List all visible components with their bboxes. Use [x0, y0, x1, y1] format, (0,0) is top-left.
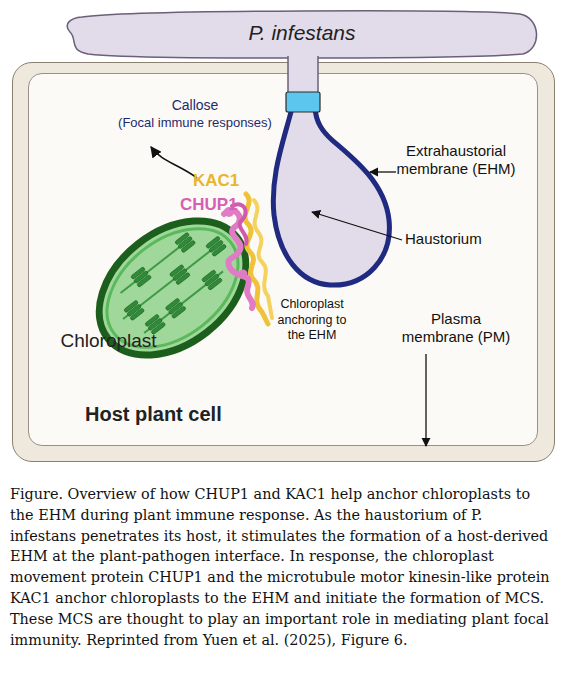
annotation-label: (Focal immune responses)	[104, 116, 286, 131]
chup1-protein	[224, 211, 253, 308]
leader-arrow	[370, 171, 396, 172]
hypha-edge	[317, 56, 319, 94]
granum	[169, 264, 190, 285]
annotation-label: Extrahaustorial membrane (EHM)	[390, 142, 522, 178]
chloroplast-node: Chloroplast	[95, 213, 250, 363]
thylakoid	[180, 239, 195, 252]
host-cell-node: Host plant cell Chloroplast	[12, 62, 555, 462]
chloroplast-body	[73, 193, 271, 382]
pathogen-node: P. infestans	[62, 9, 542, 60]
thylakoid	[207, 277, 222, 290]
labels-layer: Callose (Focal immune responses) KAC1CHUP1…	[0, 0, 563, 470]
leader-arrow	[312, 212, 402, 240]
thylakoid	[175, 272, 190, 285]
annotation-label: Callose	[140, 97, 250, 113]
thylakoid	[211, 243, 226, 256]
stroma-lamella	[144, 271, 223, 333]
hypha-edge	[287, 56, 289, 94]
annotation-label: Plasma membrane (PM)	[396, 310, 516, 346]
node-label: Host plant cell	[85, 403, 222, 426]
figure-caption: Figure. Overview of how CHUP1 and KAC1 h…	[10, 484, 553, 650]
granum	[165, 297, 186, 318]
kac1-protein	[245, 194, 268, 324]
plasma-membrane	[28, 73, 538, 446]
chloroplast-envelope	[73, 193, 271, 382]
signal-arrow	[151, 147, 197, 178]
haustorium-ehm	[273, 108, 389, 285]
chup1-protein	[239, 270, 248, 279]
thylakoid	[129, 307, 144, 320]
thylakoid	[136, 274, 151, 287]
node-label: P. infestans	[62, 21, 542, 45]
granum	[130, 266, 151, 287]
annotation-label: Chloroplast anchoring to the EHM	[270, 297, 354, 344]
granum	[174, 232, 195, 253]
caption-text: Figure. Overview of how CHUP1 and KAC1 h…	[10, 486, 550, 648]
kac1-protein	[254, 200, 272, 318]
thylakoid	[171, 305, 186, 318]
annotation-label: Haustorium	[405, 230, 482, 247]
annotation-label: CHUP1	[180, 195, 238, 215]
stroma-lamella	[123, 247, 214, 318]
granum	[201, 269, 222, 290]
granum	[205, 235, 226, 256]
node-label: Chloroplast	[61, 330, 157, 352]
granum	[123, 299, 144, 320]
callose-deposit	[286, 92, 320, 112]
hypha-stalk	[288, 50, 318, 96]
leader-arrow	[425, 354, 426, 446]
annotation-label: KAC1	[193, 171, 239, 191]
